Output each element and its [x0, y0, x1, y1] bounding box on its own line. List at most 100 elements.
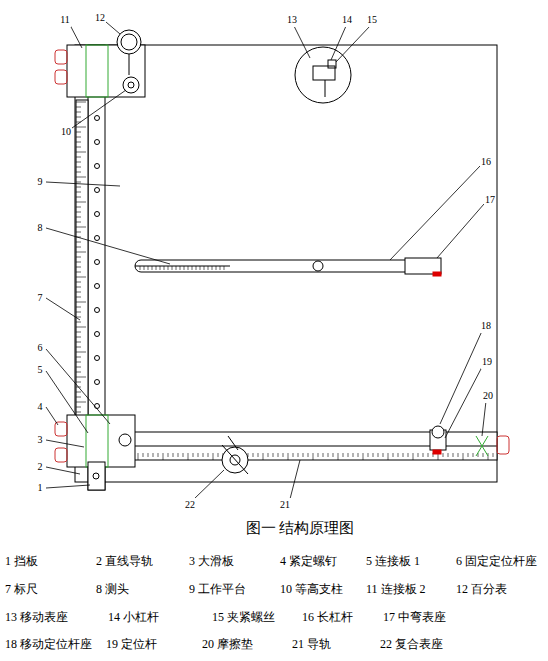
tick [148, 453, 149, 457]
tick [363, 453, 364, 460]
callout-number: 8 [37, 221, 44, 235]
tick [76, 117, 81, 118]
tick [76, 287, 81, 288]
tick [76, 162, 81, 163]
tick [313, 453, 314, 460]
tick [208, 453, 209, 457]
pivot [313, 261, 323, 271]
tick [76, 362, 81, 363]
callout-number: 13 [286, 13, 298, 27]
tick [76, 172, 81, 173]
tick [180, 266, 181, 270]
tick [343, 453, 344, 457]
tick [76, 167, 81, 168]
knob [55, 422, 67, 436]
tick [398, 453, 399, 457]
tick [328, 453, 329, 457]
tick [76, 397, 81, 398]
callout-number: 21 [279, 498, 291, 512]
callout-number: 1 [37, 481, 44, 495]
tick [76, 107, 81, 108]
tick [76, 137, 81, 138]
tick [196, 266, 197, 270]
tick [76, 187, 81, 188]
clamp-screw [328, 60, 336, 68]
tick [413, 453, 414, 460]
tick [76, 282, 81, 283]
hole [95, 260, 100, 265]
tick [208, 266, 209, 270]
knob [55, 50, 67, 64]
tick [283, 453, 284, 457]
tick [403, 453, 404, 457]
tick [76, 202, 86, 203]
tick [273, 453, 274, 457]
tick [76, 392, 81, 393]
tick [76, 402, 86, 403]
part-name: 5 连接板 1 [366, 554, 420, 568]
tick [198, 453, 199, 457]
tick [213, 453, 214, 460]
tick [483, 453, 484, 457]
fixed-seat [119, 434, 131, 446]
tick [348, 453, 349, 457]
tick [76, 192, 81, 193]
long-lever [135, 260, 435, 272]
tick [76, 347, 81, 348]
part-name: 22 复合表座 [380, 637, 443, 651]
dial-stem [129, 54, 130, 75]
part-name: 10 等高支柱 [280, 582, 343, 596]
callout-number: 17 [484, 193, 496, 207]
tick [188, 453, 189, 460]
part-name: 15 夹紧螺丝 [212, 610, 275, 624]
tick [204, 266, 205, 270]
tick [318, 453, 319, 457]
callout-number: 20 [482, 389, 494, 403]
callout-number: 14 [341, 13, 353, 27]
part-name: 7 标尺 [5, 582, 38, 596]
tick [172, 266, 173, 270]
work-platform [75, 45, 497, 482]
tick [76, 177, 86, 178]
tick [428, 453, 429, 457]
callout-number: 12 [94, 11, 106, 25]
stop-plate [88, 462, 105, 490]
tick [368, 453, 369, 457]
tick [76, 337, 81, 338]
tick [76, 377, 86, 378]
tick [184, 266, 185, 270]
part-name: 19 定位杆 [106, 637, 157, 651]
leader-lines [46, 22, 486, 499]
tick [144, 266, 145, 270]
small-lever [325, 80, 326, 97]
tick [308, 453, 309, 457]
callout-number: 4 [37, 400, 44, 414]
tick [148, 266, 149, 270]
tick [443, 453, 444, 457]
tick [338, 453, 339, 460]
screw [93, 473, 99, 479]
tick [76, 272, 81, 273]
callout-number: 18 [480, 319, 492, 333]
callout-number: 10 [60, 125, 72, 139]
tick [76, 297, 81, 298]
callout-number: 9 [37, 175, 44, 189]
part-name: 13 移动表座 [5, 610, 68, 624]
tick [263, 453, 264, 460]
tick [76, 222, 81, 223]
tick [178, 453, 179, 457]
tick [163, 453, 164, 460]
lever-ticks [140, 266, 224, 270]
tick [488, 453, 489, 460]
callout-number: 16 [480, 155, 492, 169]
hole [95, 284, 100, 289]
tick [160, 266, 161, 270]
tick [76, 342, 81, 343]
tick [383, 453, 384, 457]
tick [168, 453, 169, 457]
tick [278, 453, 279, 457]
tick [193, 453, 194, 457]
tick [453, 453, 454, 457]
tick [76, 302, 86, 303]
tick [408, 453, 409, 457]
